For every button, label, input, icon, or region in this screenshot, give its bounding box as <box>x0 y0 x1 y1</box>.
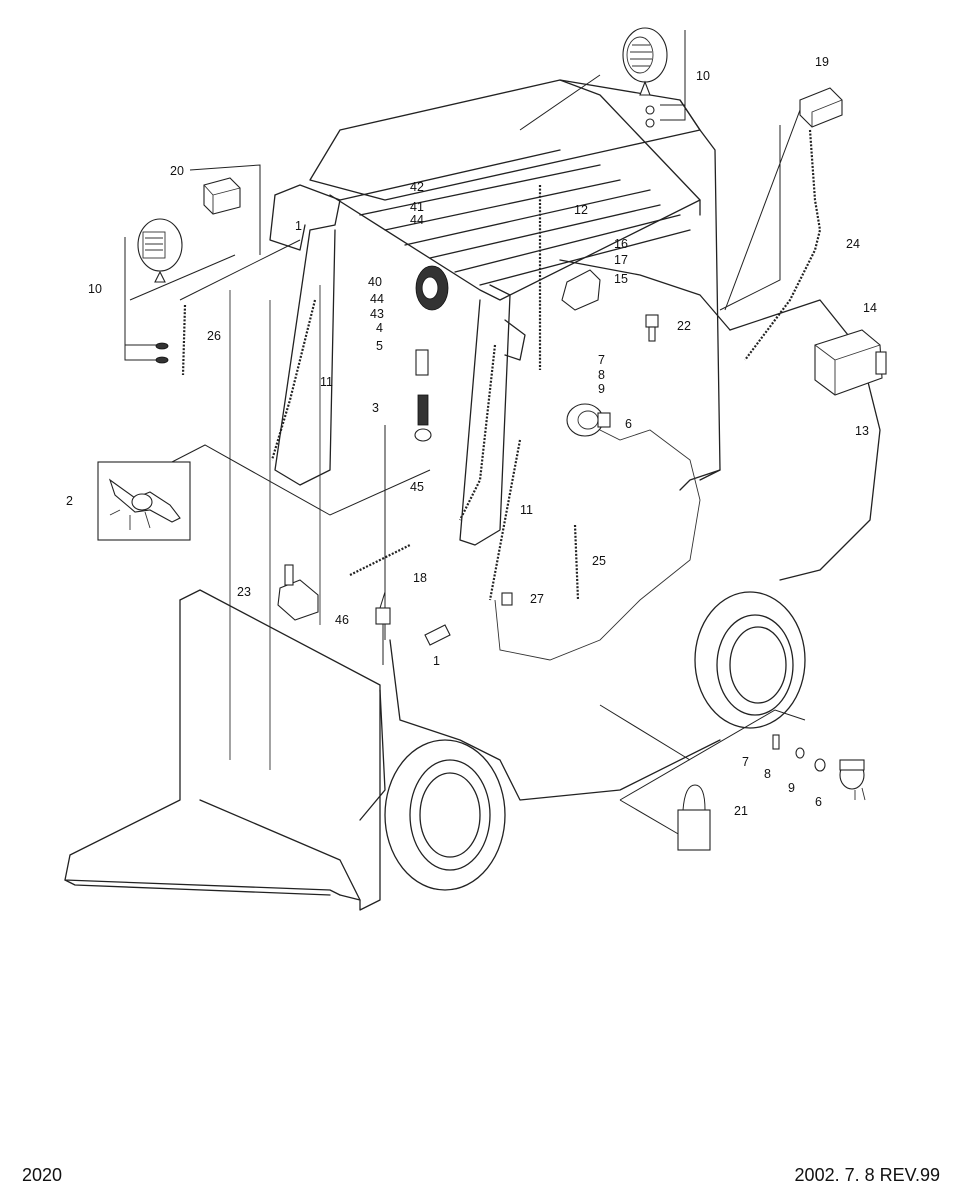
callout-25: 25 <box>592 554 606 568</box>
callout-12: 12 <box>574 203 588 217</box>
revision-date: 2002. 7. 8 REV.99 <box>794 1165 940 1185</box>
callout-14: 14 <box>863 301 877 315</box>
callout-10: 10 <box>88 282 102 296</box>
callout-17: 17 <box>614 253 628 267</box>
callout-8: 8 <box>764 767 771 781</box>
harness-11-left <box>270 299 317 461</box>
callout-6: 6 <box>625 417 632 431</box>
callout-11: 11 <box>520 503 533 517</box>
callout-3: 3 <box>372 401 379 415</box>
callout-46: 46 <box>335 613 349 627</box>
callout-9: 9 <box>788 781 795 795</box>
callout-41: 41 <box>410 200 424 214</box>
harness-24 <box>744 129 822 361</box>
page-number: 2020 <box>22 1165 63 1185</box>
horn-assembly-3 <box>414 349 432 442</box>
switch-23 <box>277 564 319 621</box>
callout-2: 2 <box>66 494 73 508</box>
callout-10: 10 <box>696 69 710 83</box>
callout-22: 22 <box>677 319 691 333</box>
callout-11: 11 <box>320 375 333 389</box>
work-lamp-left <box>137 218 183 364</box>
rear-lamp-19 <box>799 87 843 128</box>
callout-40: 40 <box>368 275 382 289</box>
work-lamp-top <box>622 27 668 128</box>
callout-27: 27 <box>530 592 544 606</box>
harness-11-right <box>488 439 522 601</box>
switch-1 <box>424 624 451 646</box>
callout-21: 21 <box>734 804 748 818</box>
tag-21 <box>677 784 711 851</box>
harness-26 <box>181 304 187 376</box>
horn-6-detail <box>772 734 866 801</box>
callout-42: 42 <box>410 180 424 194</box>
callout-45: 45 <box>410 480 424 494</box>
callout-18: 18 <box>413 571 427 585</box>
callout-23: 23 <box>237 585 251 599</box>
callout-44: 44 <box>410 213 424 227</box>
combination-lamp-13 <box>814 329 887 396</box>
fan-40 <box>415 265 449 311</box>
leader-lines <box>124 30 806 836</box>
callout-9: 9 <box>598 382 605 396</box>
callout-43: 43 <box>370 307 384 321</box>
callout-15: 15 <box>614 272 628 286</box>
callout-44: 44 <box>370 292 384 306</box>
callout-1: 1 <box>295 219 302 233</box>
callout-19: 19 <box>815 55 829 69</box>
callout-5: 5 <box>376 339 383 353</box>
harness-25 <box>573 524 580 601</box>
harness-45 <box>459 344 497 521</box>
bracket-15 <box>561 269 601 311</box>
callout-labels: 1 1 2 3 4 5 6 6 7 7 8 8 9 9 10 10 11 11 … <box>66 55 877 818</box>
callout-8: 8 <box>598 368 605 382</box>
sender-22 <box>645 314 659 342</box>
callout-7: 7 <box>598 353 605 367</box>
callout-6: 6 <box>815 795 822 809</box>
horn-6 <box>566 403 611 437</box>
battery-cable-18 <box>349 544 411 576</box>
callout-7: 7 <box>742 755 749 769</box>
forklift-body <box>64 79 881 911</box>
callout-24: 24 <box>846 237 860 251</box>
callout-4: 4 <box>376 321 383 335</box>
callout-13: 13 <box>855 424 869 438</box>
combination-switch-2 <box>97 461 191 541</box>
callout-20: 20 <box>170 164 184 178</box>
callout-26: 26 <box>207 329 221 343</box>
sensor-46 <box>375 591 391 665</box>
switch-27 <box>501 592 513 606</box>
relay-20 <box>203 177 241 215</box>
callout-16: 16 <box>614 237 628 251</box>
callout-1: 1 <box>433 654 440 668</box>
